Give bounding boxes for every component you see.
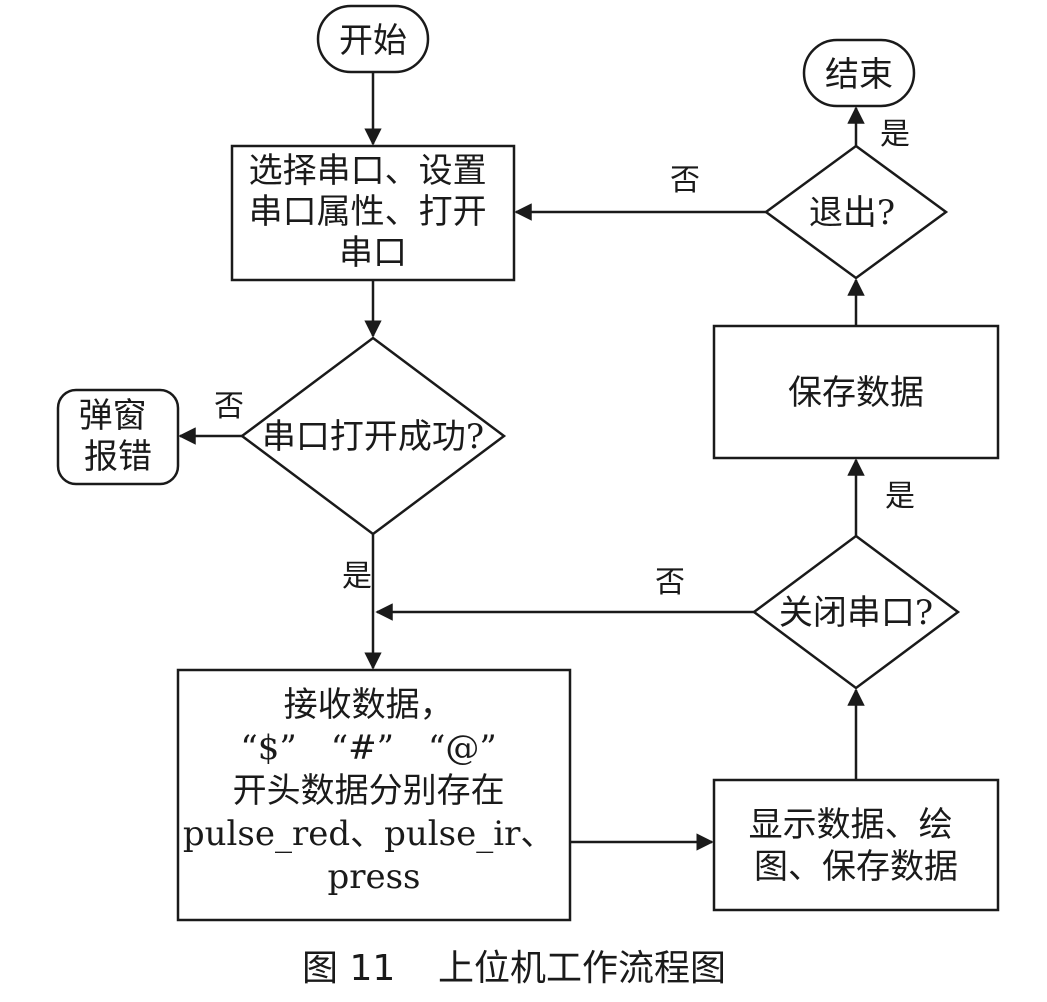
label-no-open-check: 否 — [214, 389, 244, 424]
exit-decision: 退出? — [763, 144, 949, 280]
close-port-decision: 关闭串口? — [751, 534, 961, 690]
label-yes-open-check: 是 — [342, 559, 372, 594]
save-data-process: 保存数据 — [712, 324, 1000, 460]
receive-process: 接收数据， “$” “#” “@” 开头数据分别存在 pulse_red、pul… — [176, 668, 572, 922]
figure-caption: 图 11 上位机工作流程图 — [302, 948, 726, 989]
open-success-decision: 串口打开成功? — [239, 336, 507, 536]
error-popup-terminal: 弹窗 报错 — [56, 388, 180, 486]
close-port-label: 关闭串口? — [779, 593, 933, 633]
label-no-exit-check: 否 — [670, 163, 700, 198]
label-yes-close-check: 是 — [885, 479, 915, 514]
start-terminal: 开始 — [316, 4, 430, 74]
start-label: 开始 — [339, 21, 407, 61]
receive-label: 接收数据， “$” “#” “@” 开头数据分别存在 pulse_red、pul… — [183, 685, 565, 897]
setup-label: 选择串口、设置 串口属性、打开 串口 — [249, 151, 498, 273]
caption-title: 上位机工作流程图 — [438, 948, 726, 989]
display-label: 显示数据、绘 图、保存数据 — [749, 805, 964, 887]
exit-label: 退出? — [809, 193, 895, 233]
display-process: 显示数据、绘 图、保存数据 — [712, 778, 1000, 912]
label-yes-exit-check: 是 — [880, 117, 910, 152]
end-terminal: 结束 — [802, 38, 916, 108]
setup-process: 选择串口、设置 串口属性、打开 串口 — [230, 144, 516, 282]
save-data-label: 保存数据 — [788, 373, 924, 413]
end-label: 结束 — [825, 55, 893, 95]
caption-figure-number: 图 11 — [302, 948, 395, 989]
label-no-close-check: 否 — [655, 565, 685, 600]
error-popup-label: 弹窗 报错 — [79, 396, 158, 477]
open-success-label: 串口打开成功? — [262, 417, 484, 457]
